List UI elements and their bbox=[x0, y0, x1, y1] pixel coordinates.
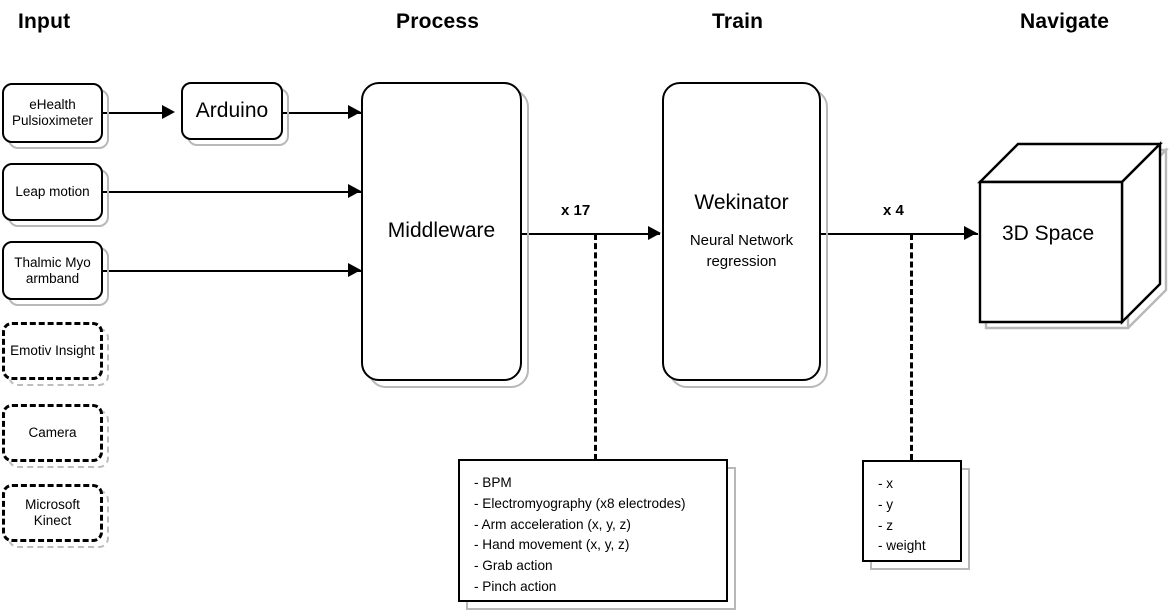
connector-myo-middleware bbox=[103, 270, 363, 272]
arrowhead-wekinator-space bbox=[964, 226, 977, 240]
multiplicity-x4: x 4 bbox=[883, 202, 904, 219]
dashed-link-outputs bbox=[910, 234, 913, 460]
column-title-process: Process bbox=[396, 10, 480, 33]
node-camera[interactable]: Camera bbox=[2, 404, 103, 462]
node-wekinator-sub-line1: Neural Network bbox=[689, 232, 794, 250]
legend-outputs-item-0: - x bbox=[878, 476, 894, 491]
legend-features-item-4: - Grab action bbox=[474, 558, 553, 574]
node-ehealth-pulsioximeter[interactable]: eHealth Pulsioximeter bbox=[2, 83, 103, 143]
connector-middleware-wekinator bbox=[520, 233, 660, 235]
legend-features-item-2: - Arm acceleration (x, y, z) bbox=[474, 516, 631, 532]
node-kinect-line1: Microsoft bbox=[25, 497, 80, 513]
node-arduino[interactable]: Arduino bbox=[181, 82, 283, 140]
legend-features-item-3: - Hand movement (x, y, z) bbox=[474, 537, 630, 553]
legend-features-item-5: - Pinch action bbox=[474, 578, 557, 594]
node-thalmic-myo-armband[interactable]: Thalmic Myo armband bbox=[2, 241, 103, 300]
node-wekinator[interactable]: Wekinator Neural Network regression bbox=[662, 82, 821, 381]
node-ehealth-line2: Pulsioximeter bbox=[11, 113, 94, 128]
legend-features-item-0: - BPM bbox=[474, 475, 512, 490]
arrowhead-middleware-wekinator bbox=[648, 226, 661, 240]
node-arduino-label: Arduino bbox=[195, 98, 269, 122]
arrowhead-ehealth-arduino bbox=[162, 105, 175, 119]
dashed-link-features bbox=[594, 234, 597, 460]
column-title-train: Train bbox=[712, 10, 764, 33]
node-myo-line2: armband bbox=[25, 270, 80, 286]
node-leap-motion[interactable]: Leap motion bbox=[2, 163, 103, 221]
node-myo-line1: Thalmic Myo bbox=[14, 254, 91, 270]
arrowhead-leap-middleware bbox=[348, 184, 361, 198]
arrowhead-myo-middleware bbox=[348, 263, 361, 277]
legend-outputs-item-3: - weight bbox=[878, 538, 926, 554]
connector-ehealth-arduino bbox=[103, 112, 169, 114]
node-camera-label: Camera bbox=[28, 425, 77, 441]
node-emotiv-label: Emotiv Insight bbox=[10, 343, 95, 359]
legend-outputs-item-1: - y bbox=[878, 496, 894, 512]
connector-arduino-middleware bbox=[283, 112, 363, 114]
node-microsoft-kinect[interactable]: Microsoft Kinect bbox=[2, 484, 103, 542]
multiplicity-x17: x 17 bbox=[561, 202, 591, 219]
node-emotiv-insight[interactable]: Emotiv Insight bbox=[2, 322, 103, 380]
node-wekinator-sub-line2: regression bbox=[706, 252, 777, 270]
connector-wekinator-space bbox=[821, 233, 978, 235]
connector-leap-middleware bbox=[103, 191, 363, 193]
legend-features: - BPM - Electromyography (x8 electrodes)… bbox=[458, 459, 728, 602]
node-ehealth-line1: eHealth bbox=[29, 97, 76, 113]
legend-features-item-1: - Electromyography (x8 electrodes) bbox=[474, 495, 686, 511]
arrowhead-arduino-middleware bbox=[348, 105, 361, 119]
column-title-input: Input bbox=[18, 10, 71, 33]
node-3d-space-label: 3D Space bbox=[1002, 222, 1095, 245]
node-middleware-label: Middleware bbox=[387, 219, 496, 243]
node-kinect-line2: Kinect bbox=[33, 513, 72, 528]
legend-outputs: - x - y - z - weight bbox=[862, 460, 962, 562]
node-wekinator-label: Wekinator bbox=[694, 191, 789, 215]
node-3d-space[interactable]: 3D Space bbox=[972, 140, 1170, 330]
node-leap-label: Leap motion bbox=[15, 184, 90, 200]
column-title-navigate: Navigate bbox=[1020, 10, 1110, 33]
node-middleware[interactable]: Middleware bbox=[361, 82, 522, 381]
legend-outputs-item-2: - z bbox=[878, 517, 894, 533]
